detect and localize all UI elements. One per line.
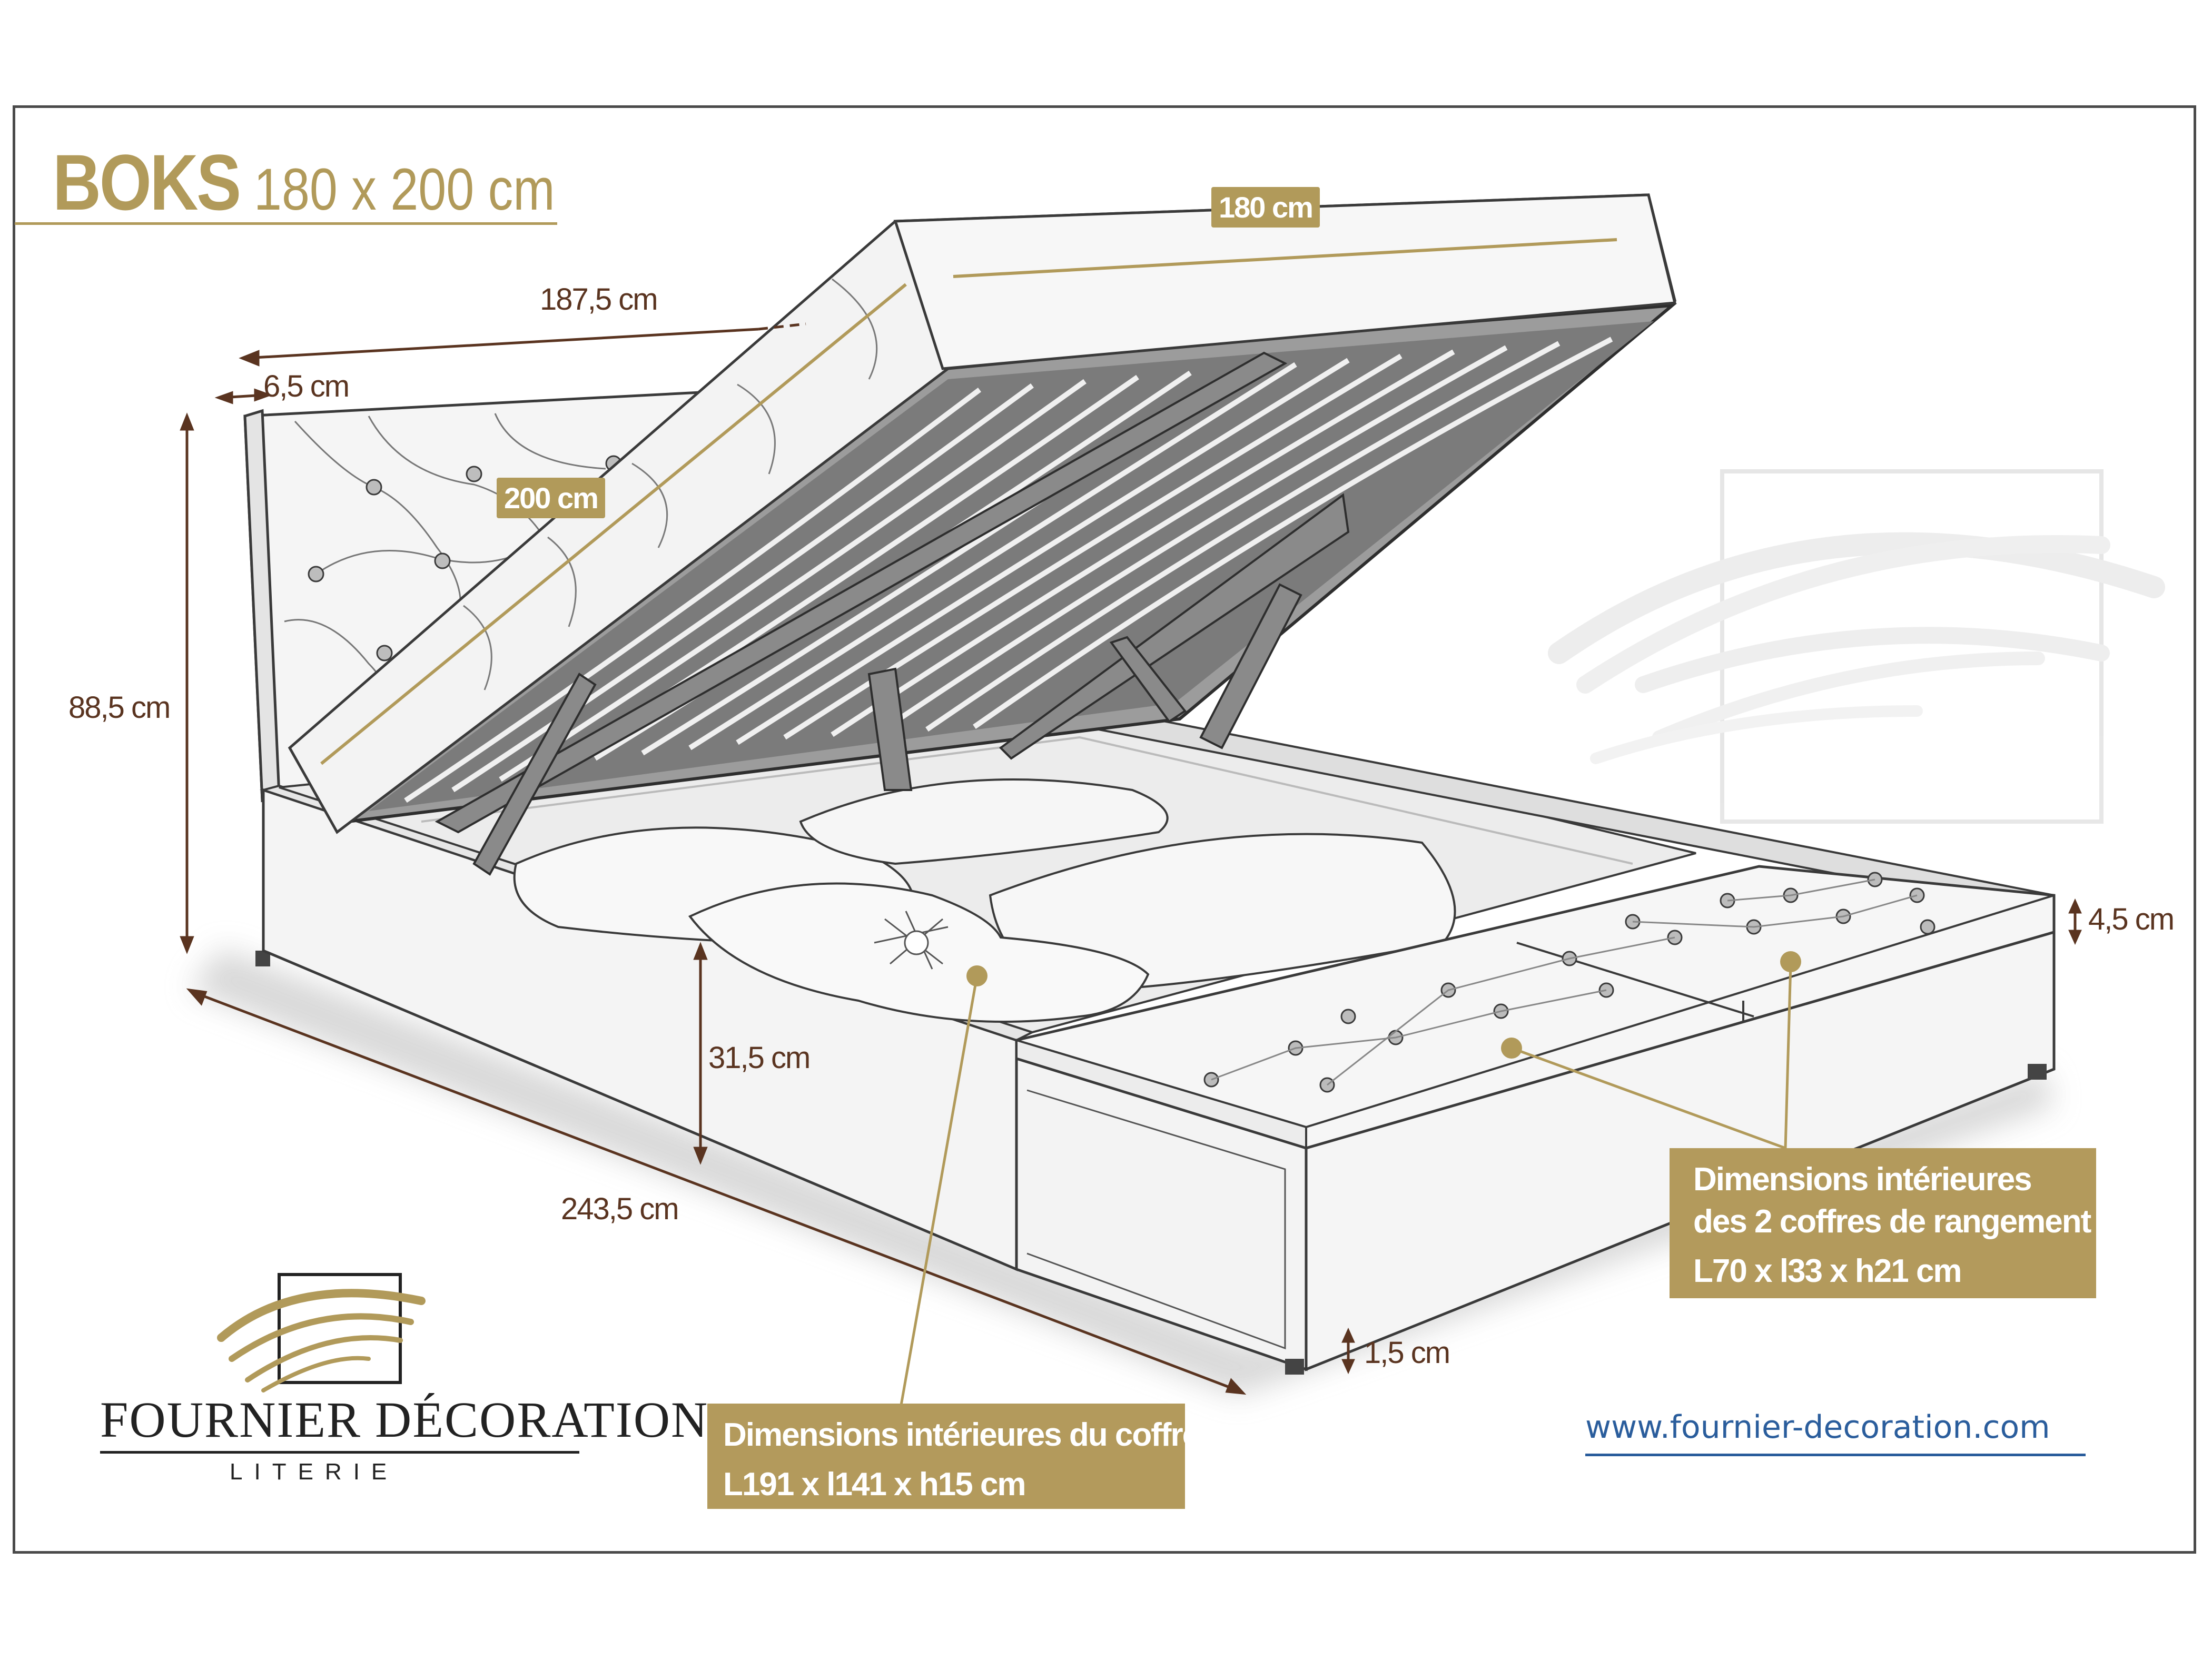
brand-underline xyxy=(100,1451,579,1454)
lid-frame xyxy=(342,303,1677,876)
storage-height-label: 31,5 cm xyxy=(708,1041,811,1075)
foot-height-label: 1,5 cm xyxy=(1364,1336,1450,1370)
main-storage-box: Dimensions intérieures du coffre : L191 … xyxy=(707,1404,1218,1509)
outer-frame xyxy=(13,105,2196,1554)
bench-storage-dot-1 xyxy=(1501,1038,1522,1059)
bench-storage-label-2: des 2 coffres de rangement : xyxy=(1693,1203,2109,1240)
callout-leaders xyxy=(894,963,1792,1438)
lid-width-label: 180 cm xyxy=(1211,187,1320,228)
main-storage-label: Dimensions intérieures du coffre : xyxy=(723,1417,1218,1453)
bedding xyxy=(513,778,1456,1023)
watermark-logo xyxy=(1548,469,2165,824)
slats xyxy=(404,337,1613,803)
model-name: BOKS xyxy=(53,138,241,226)
overall-length-label: 243,5 cm xyxy=(561,1192,679,1226)
website-underline xyxy=(1585,1454,2086,1456)
bench xyxy=(1015,865,2056,1375)
main-storage-value: L191 x l141 x h15 cm xyxy=(723,1466,1026,1503)
callout-dots xyxy=(966,951,1801,1059)
main-storage-dot xyxy=(966,965,987,986)
bench-storage-value: L70 x l33 x h21 cm xyxy=(1693,1253,1962,1289)
total-length-label: 187,5 cm xyxy=(540,282,658,317)
website-link[interactable]: www.fournier-decoration.com xyxy=(1585,1409,2050,1446)
headboard-depth-label: 6,5 cm xyxy=(263,369,350,403)
model-size: 180 x 200 cm xyxy=(253,156,555,222)
dimension-lines xyxy=(180,322,2082,1395)
bench-storage-dot-2 xyxy=(1780,951,1801,972)
bench-storage-label-1: Dimensions intérieures xyxy=(1693,1161,2032,1198)
bench-storage-box: Dimensions intérieures des 2 coffres de … xyxy=(1670,1148,2109,1298)
title-underline xyxy=(15,222,557,225)
lid-length-label: 200 cm xyxy=(497,478,605,518)
brand-name: FOURNIER DÉCORATION xyxy=(100,1391,709,1448)
bench-thickness-label: 4,5 cm xyxy=(2088,902,2175,936)
brand-subtitle: LITERIE xyxy=(230,1459,399,1485)
total-height-label: 88,5 cm xyxy=(68,690,171,725)
page-title: BOKS 180 x 200 cm xyxy=(53,137,608,228)
brush-stroke-square-icon xyxy=(217,1273,426,1393)
